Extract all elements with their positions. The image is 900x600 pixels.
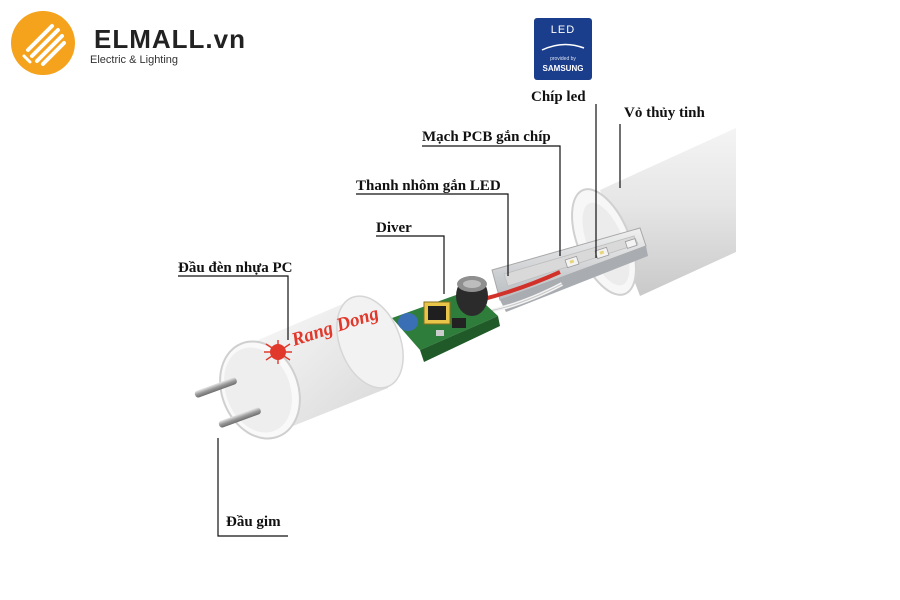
badge-led-text: LED <box>550 24 576 36</box>
brand-logo[interactable]: ELMALL.vn Electric & Lighting <box>10 10 250 80</box>
leader-end-cap <box>178 275 289 340</box>
driver-board <box>392 276 500 362</box>
label-pcb: Mạch PCB gắn chíp <box>422 129 551 145</box>
leader-pcb <box>422 145 561 256</box>
brand-tagline: Electric & Lighting <box>90 54 179 66</box>
pc-end-cap <box>219 295 404 440</box>
bi-pin-connector <box>194 377 261 428</box>
label-aluminum-bar: Thanh nhôm gắn LED <box>356 178 501 194</box>
label-pins: Đầu gim <box>226 514 281 530</box>
badge-maker-text: SAMSUNG <box>542 64 584 73</box>
badge-swoosh-icon <box>541 43 585 51</box>
badge-provided-text: provided by <box>550 56 576 62</box>
label-driver: Diver <box>376 220 412 236</box>
leader-driver <box>376 235 445 294</box>
rang-dong-logo <box>264 340 292 364</box>
label-pc-end-cap: Đầu đèn nhựa PC <box>178 260 293 276</box>
label-glass-shell: Vỏ thủy tinh <box>624 105 705 121</box>
capacitor-blue <box>398 313 418 331</box>
red-wire <box>479 270 561 302</box>
leader-aluminum <box>356 193 509 276</box>
leader-lines <box>178 104 621 537</box>
label-chip-led: Chíp led <box>531 89 586 105</box>
bulb-logo-icon <box>11 11 75 75</box>
brand-name: ELMALL.vn <box>94 24 246 54</box>
led-chip <box>624 238 638 249</box>
leader-pins <box>217 438 288 537</box>
pin-1 <box>194 377 237 398</box>
samsung-led-badge: LED provided by SAMSUNG <box>534 18 592 80</box>
pin-2 <box>218 407 261 428</box>
